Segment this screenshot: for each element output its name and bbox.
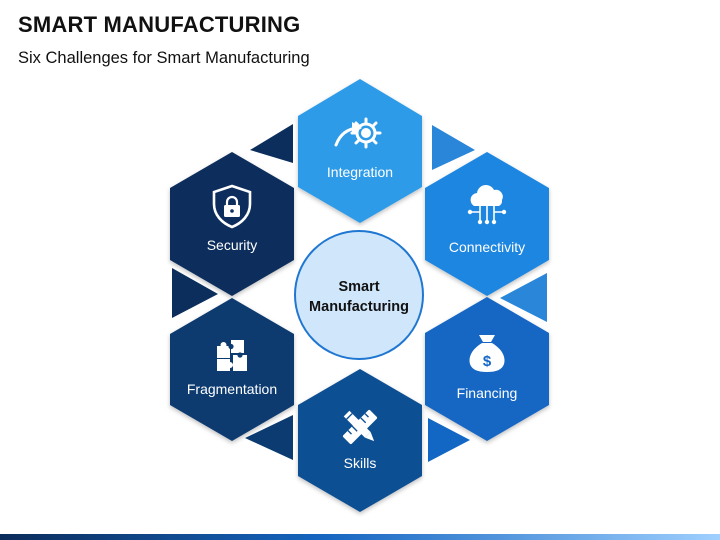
- page-subtitle: Six Challenges for Smart Manufacturing: [18, 49, 310, 67]
- page-title: SMART MANUFACTURING: [18, 12, 301, 37]
- puzzle-icon: [217, 340, 247, 371]
- connector-triangle-bottom-right: [428, 418, 470, 462]
- connector-triangle-top-left: [250, 124, 293, 163]
- cloud-network-icon: [467, 185, 507, 225]
- connector-triangle-mid-right: [500, 273, 547, 322]
- bottom-accent-bar: [0, 534, 720, 540]
- hexagon-skills[interactable]: Skills: [298, 369, 422, 512]
- center-circle: [294, 230, 424, 360]
- shield-lock-icon: [212, 184, 252, 229]
- gear-arrow-icon: [334, 117, 382, 149]
- hexagon-skills-label: Skills: [344, 455, 377, 471]
- hexagon-financing-label: Financing: [457, 385, 518, 401]
- ruler-pencil-icon: [342, 409, 378, 445]
- connector-triangle-bottom-left: [245, 415, 293, 460]
- hexagon-fragmentation[interactable]: Fragmentation: [170, 298, 294, 441]
- hexagon-skills-shape: [298, 369, 422, 512]
- hexagon-security[interactable]: Security: [170, 152, 294, 296]
- money-bag-icon: $: [469, 335, 505, 372]
- hexagon-integration[interactable]: Integration: [298, 79, 422, 223]
- hexagon-connectivity[interactable]: Connectivity: [425, 152, 549, 296]
- hexagon-fragmentation-label: Fragmentation: [187, 381, 277, 397]
- center-node: Smart Manufacturing: [294, 230, 424, 360]
- connector-triangles: [172, 124, 547, 462]
- center-label-line1: Smart: [338, 279, 379, 295]
- hexagon-security-label: Security: [207, 237, 258, 253]
- hexagon-connectivity-label: Connectivity: [449, 239, 525, 255]
- svg-text:$: $: [483, 353, 492, 370]
- hexagon-integration-shape: [298, 79, 422, 223]
- hexagon-security-shape: [170, 152, 294, 296]
- connector-triangle-top-right: [432, 125, 475, 170]
- hexagon-fragmentation-shape: [170, 298, 294, 441]
- connector-triangle-mid-left: [172, 268, 218, 318]
- hexagon-integration-label: Integration: [327, 164, 393, 180]
- hexagon-financing[interactable]: $ Financing: [425, 297, 549, 441]
- center-label-line2: Manufacturing: [309, 299, 409, 315]
